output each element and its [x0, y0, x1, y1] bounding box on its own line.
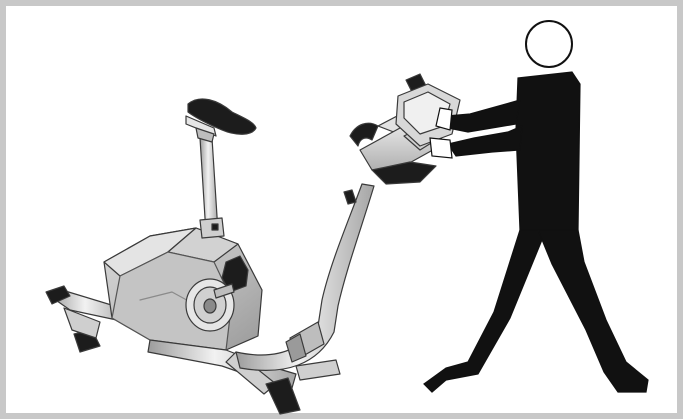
person-head [526, 21, 572, 67]
person-torso [516, 72, 580, 230]
person-hand-near [430, 138, 452, 158]
